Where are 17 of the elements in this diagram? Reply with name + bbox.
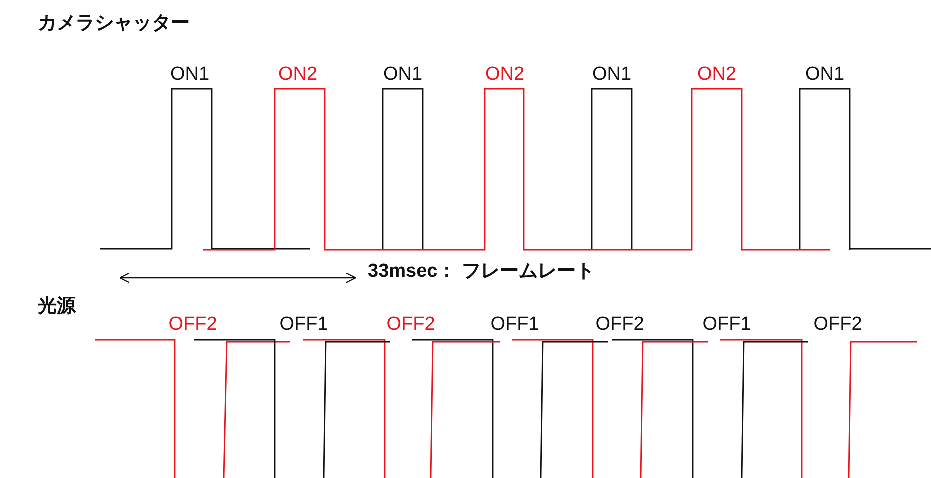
signal-label: 光源 [38, 297, 76, 316]
pulse-label: ON1 [805, 65, 845, 84]
pulse-label: OFF1 [280, 315, 328, 334]
pulse-label: OFF1 [490, 315, 540, 334]
pulse-label: ON1 [592, 65, 632, 84]
frame-rate-label: 33msec： フレームレート [368, 262, 596, 281]
pulse-label: OFF2 [814, 315, 862, 334]
pulse-label: OFF1 [702, 315, 752, 334]
pulse-label: OFF2 [596, 315, 644, 334]
pulse-label: ON2 [278, 65, 318, 84]
pulse-label: ON1 [170, 65, 210, 84]
pulse-label: OFF2 [168, 315, 218, 334]
pulse-label: OFF2 [386, 315, 436, 334]
pulse-label: ON2 [485, 65, 525, 84]
signal-label: カメラシャッター [38, 14, 190, 33]
pulse-label: ON1 [383, 65, 423, 84]
pulse-label: ON2 [697, 65, 737, 84]
